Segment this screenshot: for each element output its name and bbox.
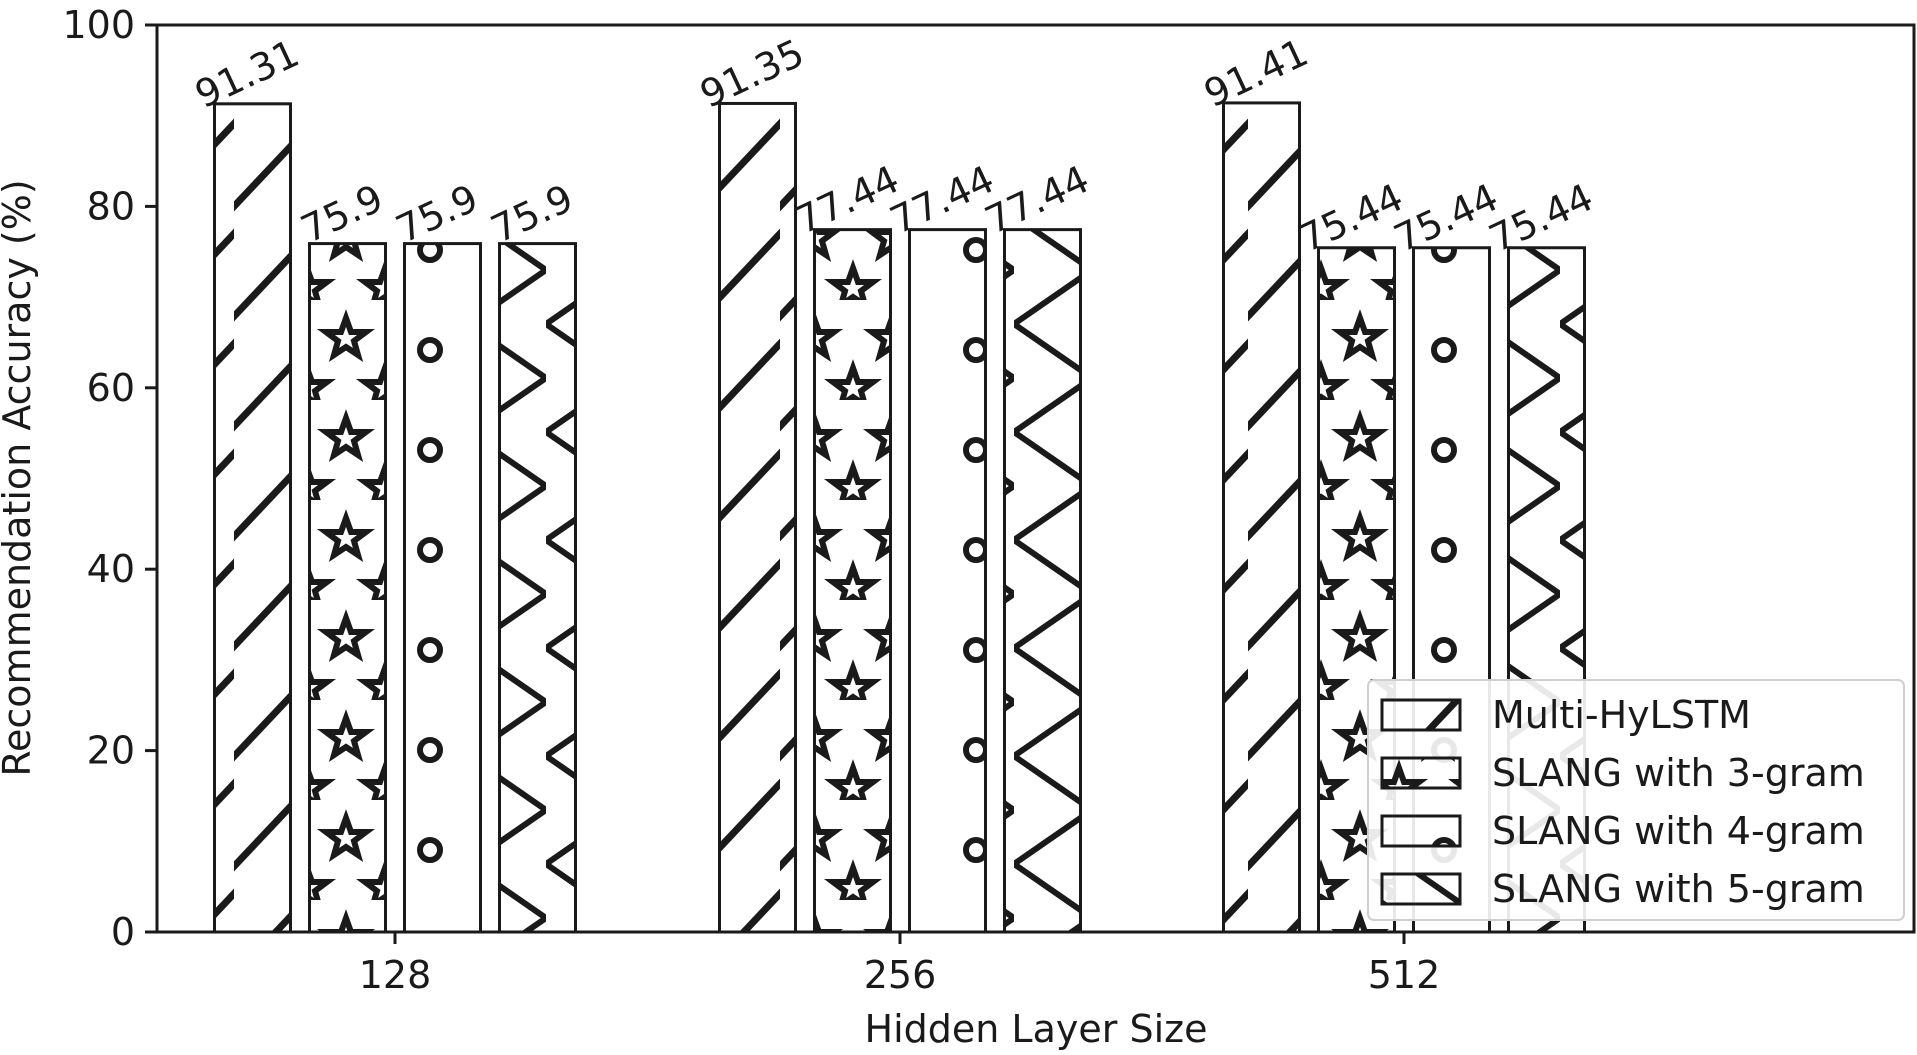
bar-256-series-2 [813,228,892,934]
legend-swatch-2 [1380,756,1462,790]
bar-128-series-3 [403,242,482,934]
legend-swatch-1 [1380,698,1462,732]
bar-128-series-4 [498,242,577,934]
y-tick-label-80: 80 [87,184,135,228]
x-axis: 128 256 512 [359,932,1441,997]
bar-128-series-1 [213,102,292,934]
x-tick-label-256: 256 [864,953,937,997]
y-axis-label: Recommendation Accuracy (%) [0,179,39,776]
legend-swatch-4 [1380,872,1462,906]
legend-swatch-3 [1380,814,1462,848]
legend-label-4: SLANG with 5-gram [1492,867,1865,911]
legend-box [1367,679,1905,921]
x-tick-label-512: 512 [1368,953,1441,997]
value-label-128-series-4: 75.9 [484,176,579,252]
bar-256-series-3 [908,228,987,934]
legend-label-2: SLANG with 3-gram [1492,751,1865,795]
y-tick-label-20: 20 [87,729,135,773]
x-tick-label-128: 128 [359,953,432,997]
x-axis-label: Hidden Layer Size [865,1007,1208,1050]
plot-frame [155,23,1916,934]
bar-512-series-1 [1222,101,1301,934]
bar-256-series-4 [1003,228,1082,934]
y-tick-label-0: 0 [111,910,135,954]
value-label-128-series-3: 75.9 [389,176,484,252]
y-tick-label-60: 60 [87,366,135,410]
value-label-128-series-2: 75.9 [294,176,389,252]
y-tick-label-100: 100 [62,3,135,47]
bar-256-series-1 [718,101,797,934]
legend-label-1: Multi-HyLSTM [1492,693,1751,737]
legend-label-3: SLANG with 4-gram [1492,809,1865,853]
y-tick-label-40: 40 [87,547,135,591]
y-axis: 0 20 40 60 80 100 [62,3,157,954]
bar-128-series-2 [308,242,387,934]
